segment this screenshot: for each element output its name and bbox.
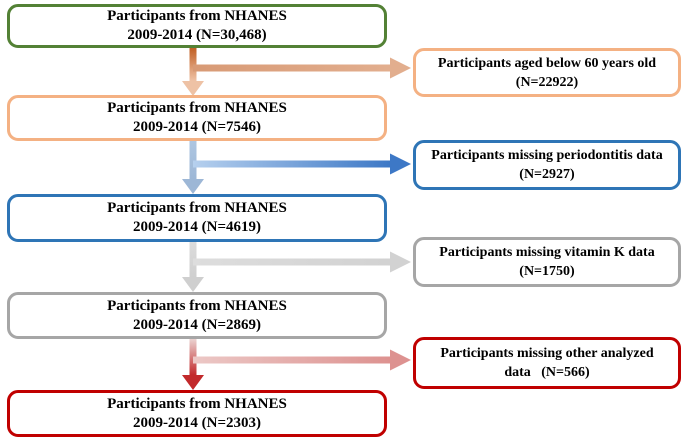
exclusion-2-line-1: Participants missing periodontitis data <box>431 148 663 163</box>
arrow-stage3-to-exclusion3 <box>193 251 411 273</box>
exclusion-box-3: Participants missing vitamin K data (N=1… <box>413 237 681 287</box>
exclusion-2-line-2: (N=2927) <box>519 167 575 182</box>
exclusion-box-1: Participants aged below 60 years old (N=… <box>413 48 681 97</box>
exclusion-1-line-2: (N=22922) <box>515 74 579 90</box>
arrow-stage2-to-stage3 <box>182 139 204 194</box>
arrow-stage1-to-stage2 <box>182 46 204 96</box>
exclusion-4-line-2: data (N=566) <box>504 365 590 380</box>
exclusion-3-line-2: (N=1750) <box>519 264 575 279</box>
stage-5-line-2: 2009-2014 (N=2303) <box>132 414 262 431</box>
stage-2-line-1: Participants from NHANES <box>107 100 287 116</box>
arrow-stage3-to-stage4 <box>182 240 204 292</box>
stage-1-line-1: Participants from NHANES <box>107 8 287 24</box>
stage-box-1: Participants from NHANES 2009-2014 (N=30… <box>7 4 387 48</box>
stage-3-line-2: 2009-2014 (N=4619) <box>132 219 262 235</box>
stage-box-3: Participants from NHANES 2009-2014 (N=46… <box>7 194 387 242</box>
stage-2-line-2: 2009-2014 (N=7546) <box>132 119 262 135</box>
exclusion-3-line-1: Participants missing vitamin K data <box>439 245 655 260</box>
stage-1-line-2: 2009-2014 (N=30,468) <box>127 27 267 43</box>
exclusion-4-line-1: Participants missing other analyzed <box>440 346 654 361</box>
arrow-stage1-to-exclusion1 <box>193 57 411 79</box>
exclusion-1-line-1: Participants aged below 60 years old <box>437 55 657 71</box>
arrow-stage4-to-exclusion4 <box>193 349 411 371</box>
stage-3-line-1: Participants from NHANES <box>107 200 287 216</box>
arrow-stage4-to-stage5 <box>182 337 204 390</box>
stage-4-line-1: Participants from NHANES <box>107 297 287 314</box>
stage-4-line-2: 2009-2014 (N=2869) <box>132 316 262 333</box>
arrow-stage2-to-exclusion2 <box>193 153 411 175</box>
exclusion-box-2: Participants missing periodontitis data … <box>413 140 681 190</box>
stage-box-5: Participants from NHANES 2009-2014 (N=23… <box>7 390 387 437</box>
stage-box-2: Participants from NHANES 2009-2014 (N=75… <box>7 95 387 141</box>
stage-box-4: Participants from NHANES 2009-2014 (N=28… <box>7 292 387 339</box>
exclusion-box-4: Participants missing other analyzed data… <box>413 337 681 389</box>
stage-5-line-1: Participants from NHANES <box>107 395 287 412</box>
